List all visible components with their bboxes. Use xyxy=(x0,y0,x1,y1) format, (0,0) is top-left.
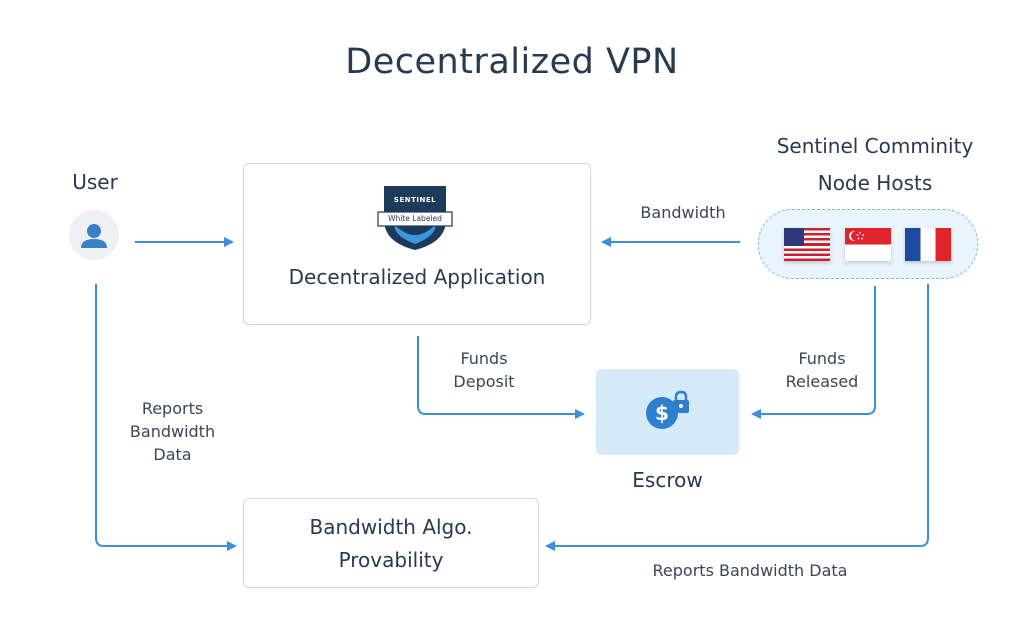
application-label: Decentralized Application xyxy=(288,265,546,289)
reports-bottom-label: Reports Bandwidth Data xyxy=(652,561,848,580)
badge-top-text: SENTINEL xyxy=(393,196,437,204)
bandwidth-label: Bandwidth xyxy=(640,203,726,222)
us-flag-icon xyxy=(784,228,830,261)
node-hosts-group xyxy=(758,209,978,279)
funds-deposit-arrow xyxy=(417,336,585,419)
reports-left-line2: Bandwidth xyxy=(129,422,216,441)
funds-deposit-line2: Deposit xyxy=(453,372,515,391)
funds-released-line2: Released xyxy=(785,372,859,391)
france-flag-icon xyxy=(905,228,951,261)
sentinel-badge: SENTINEL White Labeled xyxy=(376,184,454,252)
dollar-lock-icon: $ xyxy=(642,389,694,433)
badge-bottom-text: White Labeled xyxy=(388,214,442,223)
svg-text:$: $ xyxy=(655,401,669,425)
community-label-line2: Node Hosts xyxy=(817,171,933,195)
sentinel-shield-icon xyxy=(377,186,453,250)
diagram-title: Decentralized VPN xyxy=(345,42,679,82)
bandwidth-algo-box: Bandwidth Algo. Provability xyxy=(243,498,539,588)
funds-released-label: Funds Released xyxy=(772,347,872,393)
singapore-flag-icon xyxy=(845,228,891,261)
funds-released-arrow xyxy=(751,286,876,419)
reports-left-label: Reports Bandwidth Data xyxy=(120,397,225,466)
algo-label: Bandwidth Algo. Provability xyxy=(244,511,538,577)
user-reports-arrow xyxy=(95,284,237,551)
algo-label-line1: Bandwidth Algo. xyxy=(309,515,473,539)
reports-left-line1: Reports xyxy=(141,399,204,418)
community-reports-arrow xyxy=(545,284,929,551)
user-label: User xyxy=(72,170,118,194)
community-label: Sentinel Comminity Node Hosts xyxy=(740,128,1010,202)
escrow-label: Escrow xyxy=(632,468,703,492)
user-avatar-icon xyxy=(68,209,120,261)
funds-deposit-line1: Funds xyxy=(460,349,508,368)
escrow-box: $ xyxy=(596,369,739,455)
decentralized-application-box: SENTINEL White Labeled Decentralized App… xyxy=(243,163,591,325)
funds-released-line1: Funds xyxy=(798,349,846,368)
algo-label-line2: Provability xyxy=(338,548,444,572)
funds-deposit-label: Funds Deposit xyxy=(434,347,534,393)
community-label-line1: Sentinel Comminity xyxy=(776,134,974,158)
reports-left-line3: Data xyxy=(153,445,192,464)
